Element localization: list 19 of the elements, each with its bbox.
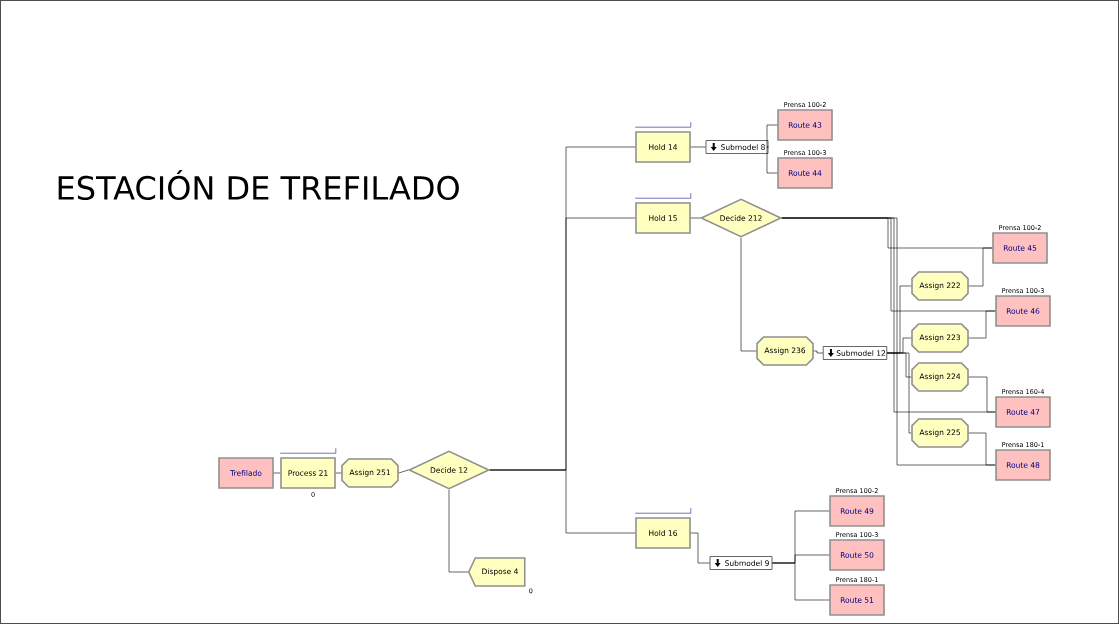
connector xyxy=(766,124,778,148)
connector xyxy=(448,489,469,573)
connector xyxy=(886,352,912,434)
connector xyxy=(273,472,281,474)
connector xyxy=(690,532,710,564)
connector xyxy=(968,310,996,339)
connector xyxy=(968,376,996,413)
connector xyxy=(772,562,830,601)
connector xyxy=(489,469,636,534)
connector xyxy=(766,146,778,174)
connector xyxy=(335,472,342,474)
connector xyxy=(690,146,706,148)
connector xyxy=(813,350,824,354)
connector xyxy=(740,237,757,352)
connector xyxy=(398,469,409,474)
connector xyxy=(690,217,701,219)
connector xyxy=(968,432,996,466)
title: ESTACIÓN DE TREFILADO xyxy=(58,169,459,201)
connector xyxy=(968,247,993,287)
